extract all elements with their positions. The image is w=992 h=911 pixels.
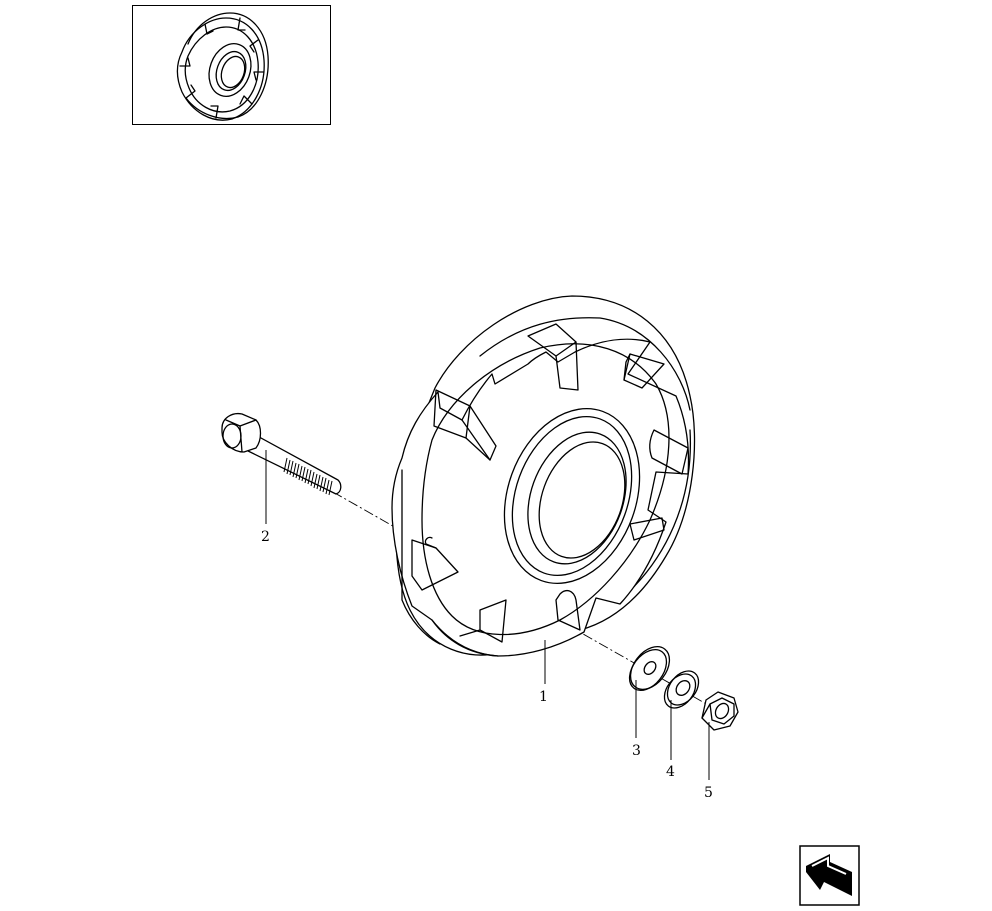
thumbnail-frame[interactable] xyxy=(132,5,331,125)
wheel-weight-thumbnail-icon xyxy=(176,12,269,121)
lock-washer-part[interactable] xyxy=(658,665,705,714)
flat-washer-part[interactable] xyxy=(622,639,677,697)
callout-1: 1 xyxy=(539,689,548,705)
callout-5: 5 xyxy=(704,785,713,801)
callout-4: 4 xyxy=(666,764,675,780)
wheel-weight-part[interactable] xyxy=(391,295,696,657)
hex-nut-part[interactable] xyxy=(701,691,739,731)
wheel-weight-hub xyxy=(503,407,641,585)
next-page-button[interactable] xyxy=(799,845,860,906)
bolt-thread xyxy=(283,457,333,496)
hex-bolt-part[interactable] xyxy=(221,412,342,496)
callout-3: 3 xyxy=(632,743,641,759)
next-page-arrow-icon xyxy=(806,854,852,896)
callout-2: 2 xyxy=(261,529,270,545)
